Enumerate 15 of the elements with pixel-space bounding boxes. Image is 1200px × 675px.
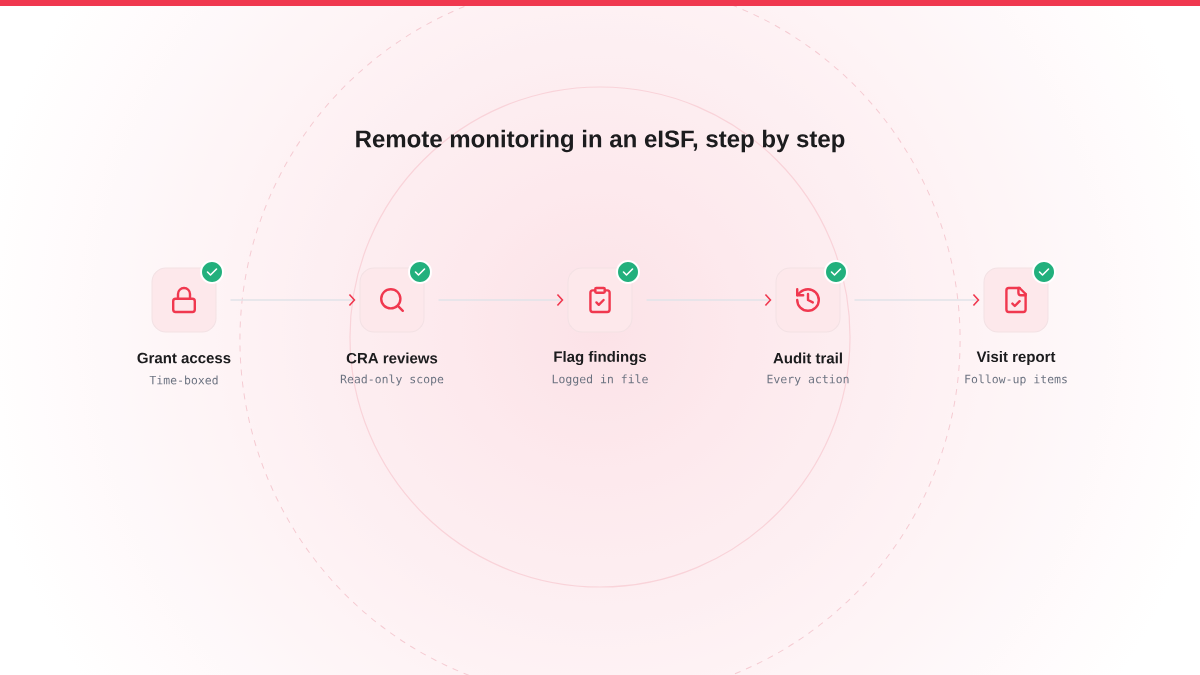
arrow — [645, 293, 772, 307]
step-title: Visit report — [976, 351, 1056, 365]
step-subtitle: Time-boxed — [149, 375, 218, 385]
arrow — [229, 293, 356, 307]
step-subtitle: Logged in file — [552, 374, 648, 386]
step-title: Audit trail — [773, 352, 842, 364]
step-title: Flag findings — [554, 351, 647, 366]
step-subtitle: Read-only scope — [340, 374, 444, 386]
arrow — [437, 293, 564, 307]
title: Remote monitoring in an eISF, step by step — [356, 129, 845, 153]
arrow — [853, 293, 980, 307]
step-title: Grant access — [137, 352, 231, 364]
step-subtitle: Every action — [767, 374, 849, 386]
step-subtitle: Follow-up items — [965, 374, 1067, 386]
step-title: CRA reviews — [346, 352, 438, 364]
